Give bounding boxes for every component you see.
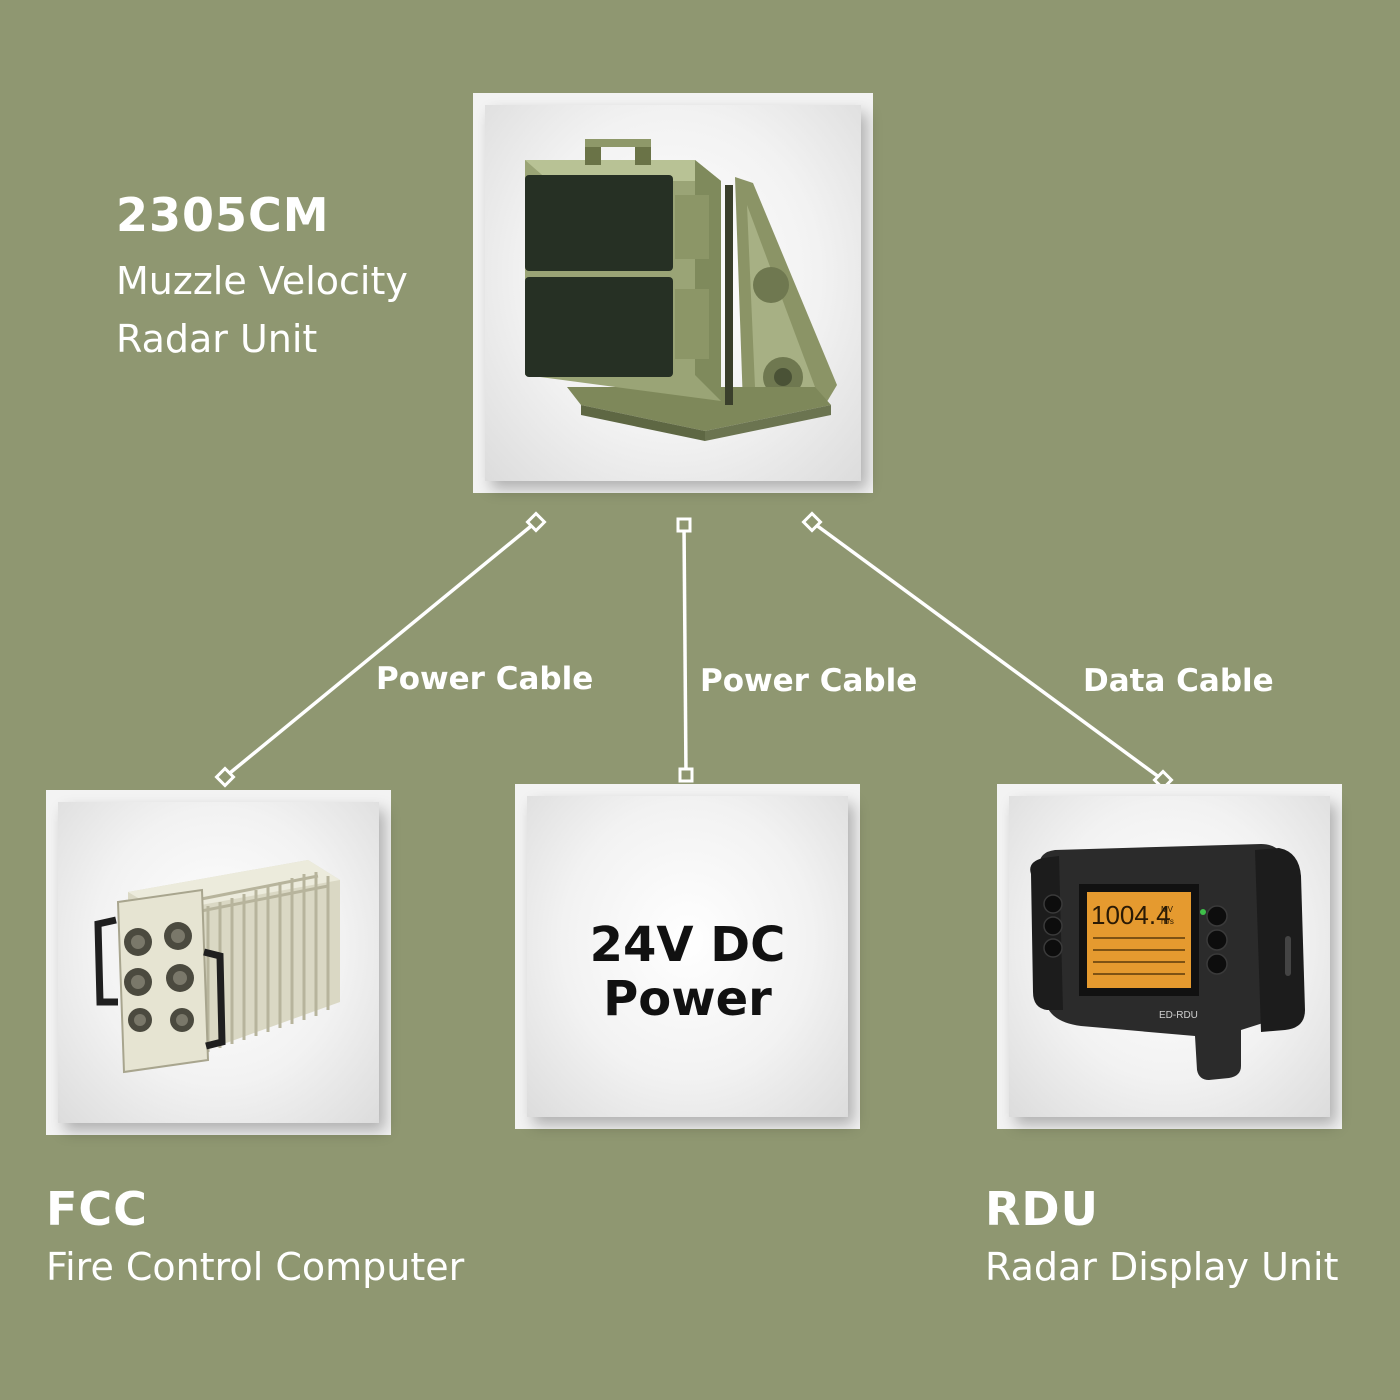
rdu-title: RDU: [985, 1182, 1099, 1236]
connector-node: [525, 511, 547, 533]
radar-unit-card-panel: [485, 105, 861, 481]
cable-label-power: Power Cable: [700, 663, 918, 699]
radar-unit-title: 2305CM: [116, 188, 330, 242]
power-label-line2: Power: [603, 971, 772, 1027]
connector-node: [678, 767, 694, 783]
power-card: 24V DC Power: [515, 784, 860, 1129]
cable-line-fcc: [223, 520, 538, 779]
radar-unit-subtitle-line1: Muzzle Velocity: [116, 259, 408, 303]
power-card-panel: 24V DC Power: [527, 796, 848, 1117]
rdu-card-panel: 1004.4 MV m/s: [1009, 796, 1330, 1117]
cable-label-rdu: Data Cable: [1083, 663, 1274, 699]
fcc-card-panel: [58, 802, 379, 1123]
fcc-title: FCC: [46, 1182, 148, 1236]
radar-display-unit-icon: 1004.4 MV m/s: [1030, 844, 1305, 1080]
rdu-screen-unit-bottom: m/s: [1161, 917, 1174, 926]
radar-unit-subtitle-line2: Radar Unit: [116, 317, 318, 361]
rdu-card: 1004.4 MV m/s: [997, 784, 1342, 1129]
rdu-brand-label: ED-RDU: [1159, 1010, 1198, 1021]
cable-line-power: [682, 524, 688, 776]
fcc-card: [46, 790, 391, 1135]
radar-unit-card: [473, 93, 873, 493]
connector-node: [801, 511, 823, 533]
connector-node: [676, 517, 692, 533]
rdu-screen-unit-top: MV: [1161, 905, 1174, 914]
power-label-line1: 24V DC: [589, 917, 786, 973]
rdu-screen-value: 1004.4: [1091, 900, 1171, 930]
rdu-subtitle: Radar Display Unit: [985, 1245, 1339, 1289]
fire-control-computer-icon: [94, 860, 340, 1074]
connector-node: [214, 766, 236, 788]
fcc-subtitle: Fire Control Computer: [46, 1245, 465, 1289]
cable-line-rdu: [810, 520, 1165, 782]
radar-unit-icon: [525, 139, 837, 441]
cable-label-fcc: Power Cable: [376, 661, 594, 697]
